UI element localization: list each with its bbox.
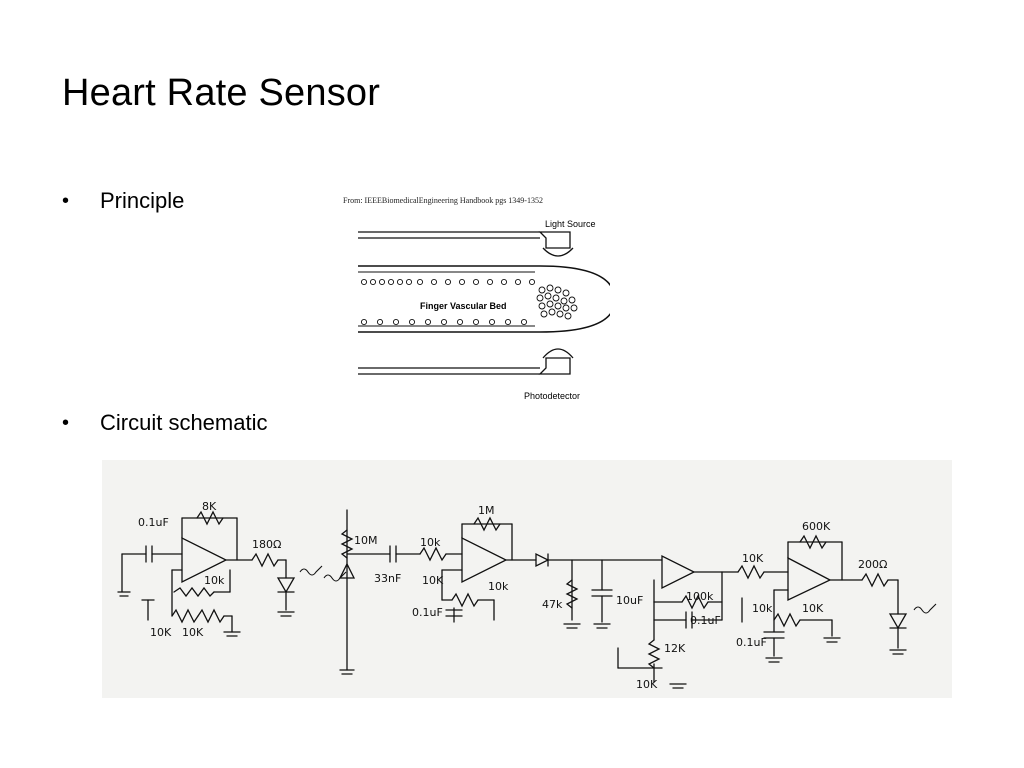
label-c-bias2: 0.1uF xyxy=(412,606,443,619)
led-1 xyxy=(276,577,296,594)
label-pot-10k: 10K xyxy=(636,678,658,691)
bullet-dot: • xyxy=(62,411,70,434)
light-source-label: Light Source xyxy=(545,219,596,229)
label-r-bias1: 10k xyxy=(204,574,225,587)
slide-title: Heart Rate Sensor xyxy=(62,72,381,114)
label-r-feedback4: 600K xyxy=(802,520,831,533)
photodiode xyxy=(338,562,356,579)
label-c-33n: 33nF xyxy=(374,572,401,585)
label-r-bias4: 10k xyxy=(752,602,773,615)
label-r-feedback2: 1M xyxy=(478,504,495,517)
label-r-g2: 10k xyxy=(488,580,509,593)
light-source-housing xyxy=(538,231,571,249)
opamp-3 xyxy=(661,554,696,590)
principle-figure: From: IEEEBiomedicalEngineering Handbook… xyxy=(340,192,616,404)
label-r-47k: 47k xyxy=(542,598,563,611)
label-r-10m: 10M xyxy=(354,534,378,547)
photodetector-label: Photodetector xyxy=(524,391,580,401)
photodetector-housing xyxy=(538,357,571,375)
circuit-schematic: 0.1uF 8K 180Ω 10k 10K 10K 10M 33nF 10k 1… xyxy=(102,460,952,698)
figure-source-caption: From: IEEEBiomedicalEngineering Handbook… xyxy=(343,196,543,205)
label-c1: 0.1uF xyxy=(138,516,169,529)
bullet-dot: • xyxy=(62,189,70,212)
finger-diagram: Light Source Finger Vascular Bed Photode… xyxy=(358,219,616,401)
light-arrows xyxy=(299,565,937,614)
label-c-fb3: 0.1uF xyxy=(690,614,721,627)
label-r-g4: 10K xyxy=(802,602,824,615)
opamp-4 xyxy=(787,556,832,602)
bullet-label: Circuit schematic xyxy=(100,410,268,435)
bullet-label: Principle xyxy=(100,188,185,213)
label-r-in4: 10K xyxy=(742,552,764,565)
label-r-div1: 10K xyxy=(150,626,172,639)
bullet-circuit-schematic: • Circuit schematic xyxy=(62,410,267,436)
label-r-div2: 10K xyxy=(182,626,204,639)
label-r-100k: 100k xyxy=(686,590,714,603)
vascular-bed-label: Finger Vascular Bed xyxy=(420,301,507,311)
label-r-in2: 10k xyxy=(420,536,441,549)
bullet-principle: • Principle xyxy=(62,188,184,214)
finger-outline xyxy=(358,265,616,333)
label-r-led: 180Ω xyxy=(252,538,281,551)
vessel-circles xyxy=(360,278,578,326)
opamp-2 xyxy=(461,536,508,584)
label-r-12k: 12K xyxy=(664,642,686,655)
label-c-bias4: 0.1uF xyxy=(736,636,767,649)
label-c-10uf: 10uF xyxy=(616,594,643,607)
diode xyxy=(535,552,550,568)
label-r-bias2: 10K xyxy=(422,574,444,587)
led-2 xyxy=(888,613,908,630)
label-r-feedback1: 8K xyxy=(202,500,217,513)
label-r-led2: 200Ω xyxy=(858,558,887,571)
schematic-drawing: 0.1uF 8K 180Ω 10k 10K 10K 10M 33nF 10k 1… xyxy=(117,500,937,691)
opamp-1 xyxy=(181,536,228,584)
